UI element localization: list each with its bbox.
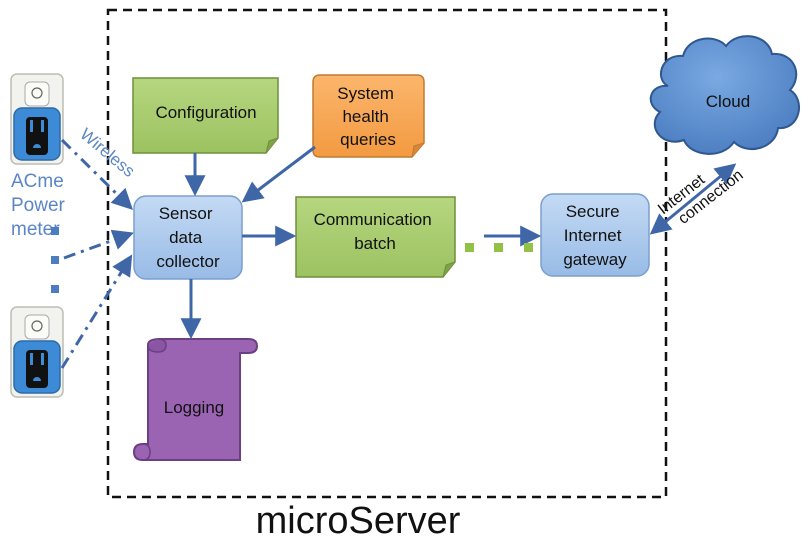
secure-gateway-label: Secure Internet gateway xyxy=(563,202,627,269)
logging-label: Logging xyxy=(164,398,225,417)
wireless-link xyxy=(63,229,134,260)
ellipsis-dot xyxy=(51,285,59,293)
wireless-link xyxy=(60,138,133,210)
cloud-label: Cloud xyxy=(706,92,750,111)
communication-batch-label: Communication batch xyxy=(314,210,437,253)
power-outlet-icon xyxy=(10,306,64,398)
dotted-connector xyxy=(465,243,533,252)
configuration-node: Configuration xyxy=(132,77,279,154)
health-to-collector-arrow xyxy=(241,145,316,203)
system-health-node: System health queries xyxy=(312,74,425,158)
gateway-cloud-link xyxy=(649,163,737,235)
communication-batch-node: Communication batch xyxy=(295,196,456,278)
sensor-collector-node: Sensor data collector xyxy=(133,195,243,280)
ellipsis-dot xyxy=(51,256,59,264)
scroll-icon: Logging xyxy=(132,338,259,461)
system-health-label: System health queries xyxy=(337,84,398,149)
cloud-icon: Cloud xyxy=(649,35,800,155)
diagram-title: microServer xyxy=(256,500,461,540)
ellipsis-dot xyxy=(51,227,59,235)
microserver-boundary xyxy=(106,8,668,499)
secure-gateway-node: Secure Internet gateway xyxy=(540,193,650,277)
wireless-link xyxy=(60,254,133,369)
meter-label: ACme Power meter xyxy=(11,171,70,240)
configuration-label: Configuration xyxy=(155,103,256,122)
power-outlet-icon xyxy=(10,73,64,165)
sensor-collector-label: Sensor data collector xyxy=(156,204,220,271)
